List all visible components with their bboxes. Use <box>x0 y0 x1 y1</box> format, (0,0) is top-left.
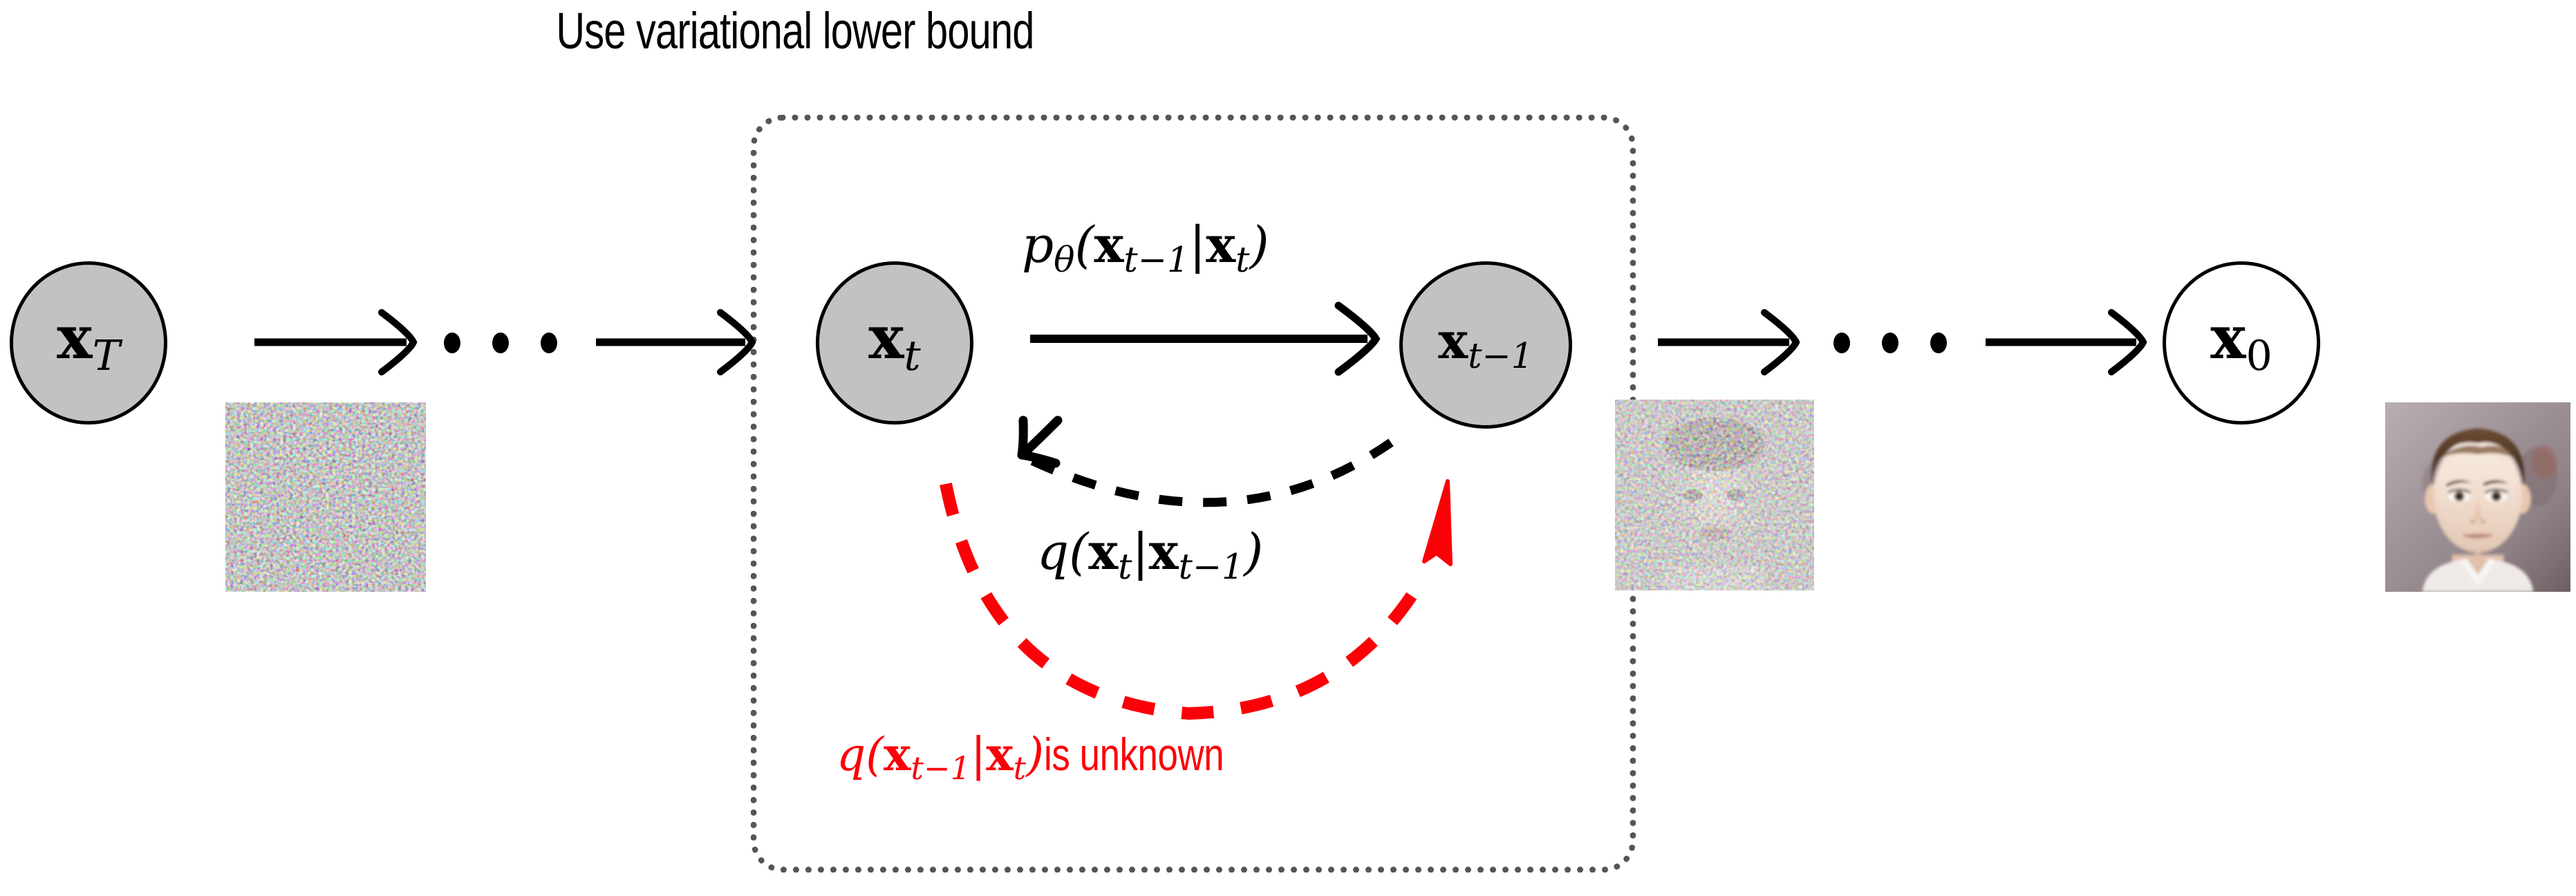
node-x-t: xt <box>816 261 973 424</box>
ellipsis-left <box>444 333 557 353</box>
node-x-0: x0 <box>2163 261 2320 424</box>
arrow-ellipsis-left-to-xt <box>596 309 756 375</box>
annotation-text: is unknown <box>1043 729 1224 780</box>
noise-image-xT <box>225 402 426 592</box>
edge-label-q-forward: q(xt|xt−1) <box>1037 522 1264 588</box>
node-x-t-label: xt <box>868 303 921 381</box>
edge-label-p-theta: pθ(xt−1|xt) <box>1022 215 1269 281</box>
annotation-unknown-posterior: q(xt−1|xt) is unknown <box>837 731 1269 784</box>
node-x-t-minus-1-label: xt−1 <box>1438 311 1533 377</box>
annotation-math: q(xt−1|xt) <box>837 727 1044 787</box>
page-title: Use variational lower bound <box>556 2 1034 59</box>
clean-face-photo-x0 <box>2385 402 2570 592</box>
arrow-xT-to-ellipsis-left <box>254 309 418 375</box>
node-x-T: xT <box>10 261 167 424</box>
arrow-xt1-to-ellipsis-right <box>1658 309 1800 375</box>
ellipsis-right <box>1833 333 1947 353</box>
node-x-t-minus-1: xt−1 <box>1399 261 1572 429</box>
node-x-0-label: x0 <box>2210 303 2272 381</box>
noisy-face-image-xt1 <box>1615 400 1814 590</box>
node-x-T-label: xT <box>57 303 120 381</box>
arrow-ellipsis-right-to-x0 <box>1986 309 2147 375</box>
